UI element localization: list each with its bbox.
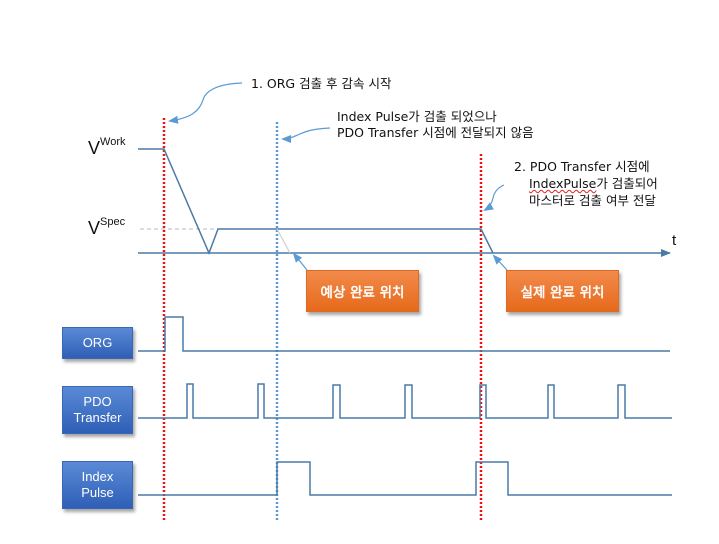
spellcheck-word: IndexPulse — [529, 176, 597, 191]
expected-callout-arrow — [292, 252, 308, 271]
velocity-curve — [138, 148, 494, 256]
org-signal-waveform — [138, 316, 670, 352]
actual-completion-callout: 실제 완료 위치 — [506, 270, 619, 312]
pdo-transfer-waveform — [138, 383, 672, 419]
time-axis-label: t — [672, 232, 677, 249]
note-pdo-transfer-line3: 마스터로 검출 여부 전달 — [529, 193, 656, 208]
note-org-decel-start: 1. ORG 검출 후 감속 시작 — [251, 76, 392, 91]
note3-arrow — [483, 184, 505, 212]
pdo-transfer-signal-label: PDO Transfer — [62, 386, 133, 434]
index-pulse-signal-label: Index Pulse — [62, 461, 133, 509]
index-pulse-waveform — [138, 461, 672, 496]
note2-arrow — [281, 127, 331, 143]
note-index-not-sent-line2: PDO Transfer 시점에 전달되지 않음 — [337, 125, 534, 140]
v-spec-label: VSpec — [88, 216, 126, 238]
org-signal-label: ORG — [62, 327, 133, 359]
v-work-label: VWork — [88, 136, 126, 158]
note-pdo-transfer-line2: IndexPulse가 검출되어 — [529, 176, 658, 191]
note-index-not-sent-line1: Index Pulse가 검출 되었으나 — [337, 109, 497, 124]
note1-arrow — [168, 82, 243, 124]
note-pdo-transfer-line1: 2. PDO Transfer 시점에 — [514, 159, 650, 174]
expected-completion-callout: 예상 완료 위치 — [306, 270, 419, 312]
expected-decel-line — [276, 228, 291, 254]
actual-callout-arrow — [492, 254, 508, 271]
